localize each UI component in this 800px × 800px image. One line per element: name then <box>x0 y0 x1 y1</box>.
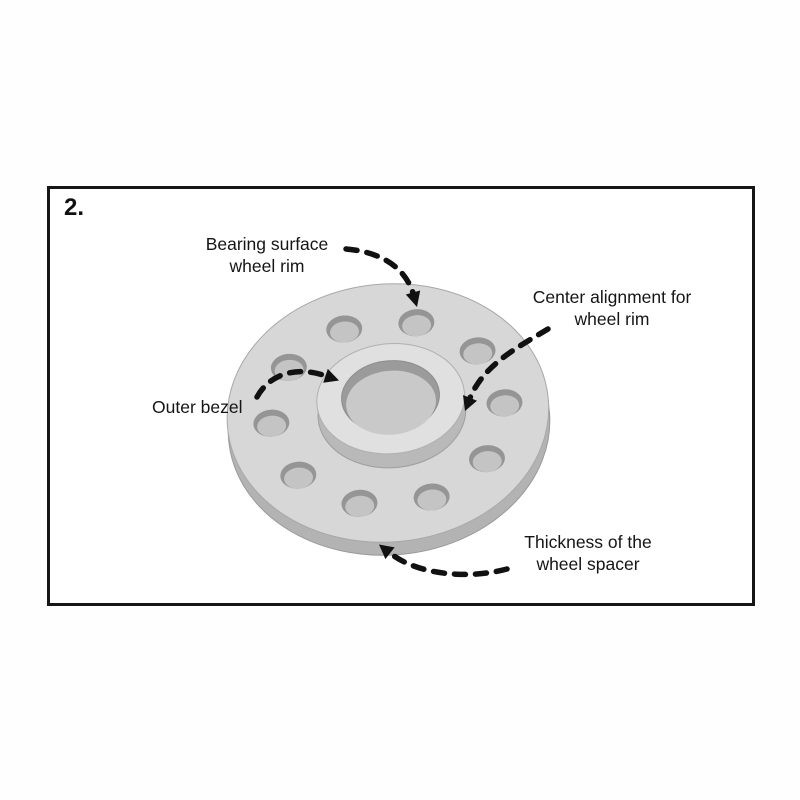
bolt-hole-bottom <box>490 395 520 417</box>
annotation-arrowheads <box>323 290 477 560</box>
bolt-hole-bottom <box>257 415 287 437</box>
annotation-arrows <box>254 246 551 578</box>
label-bearing-surface-line2: wheel rim <box>229 256 305 276</box>
label-center-alignment-line1: Center alignment for <box>532 287 692 307</box>
label-thickness-line1: Thickness of the <box>524 532 652 552</box>
label-bearing-surface-line1: Bearing surface <box>205 234 329 254</box>
arrowhead-center-alignment <box>463 395 477 411</box>
arrowhead-bearing-surface <box>405 290 421 307</box>
label-bearing-surface: Bearing surface wheel rim <box>192 233 342 277</box>
label-outer-bezel: Outer bezel <box>152 396 242 418</box>
wheel-spacer <box>226 283 551 556</box>
arrow-outer-bezel <box>254 368 329 400</box>
bolt-hole-bottom <box>345 495 375 517</box>
center-bore-bottom <box>346 370 436 435</box>
label-center-alignment: Center alignment for wheel rim <box>512 286 712 330</box>
bolt-hole-bottom <box>330 321 359 343</box>
arrowhead-outer-bezel <box>323 368 339 383</box>
step-number: 2. <box>64 194 85 221</box>
bolt-hole-bottom <box>417 489 447 511</box>
label-thickness: Thickness of the wheel spacer <box>508 531 668 575</box>
label-center-alignment-line2: wheel rim <box>574 309 650 329</box>
arrow-center-alignment <box>467 326 551 401</box>
bolt-holes-inner <box>257 315 520 517</box>
label-outer-bezel-line1: Outer bezel <box>152 397 243 417</box>
label-thickness-line2: wheel spacer <box>536 554 640 574</box>
arrow-thickness <box>387 550 510 578</box>
arrow-bearing-surface <box>343 246 416 296</box>
bolt-hole-bottom <box>402 315 432 337</box>
arrowhead-thickness <box>379 544 395 560</box>
bolt-hole-bottom <box>284 467 314 489</box>
bolt-hole-bottom <box>463 343 493 365</box>
bolt-hole-bottom <box>472 451 502 473</box>
